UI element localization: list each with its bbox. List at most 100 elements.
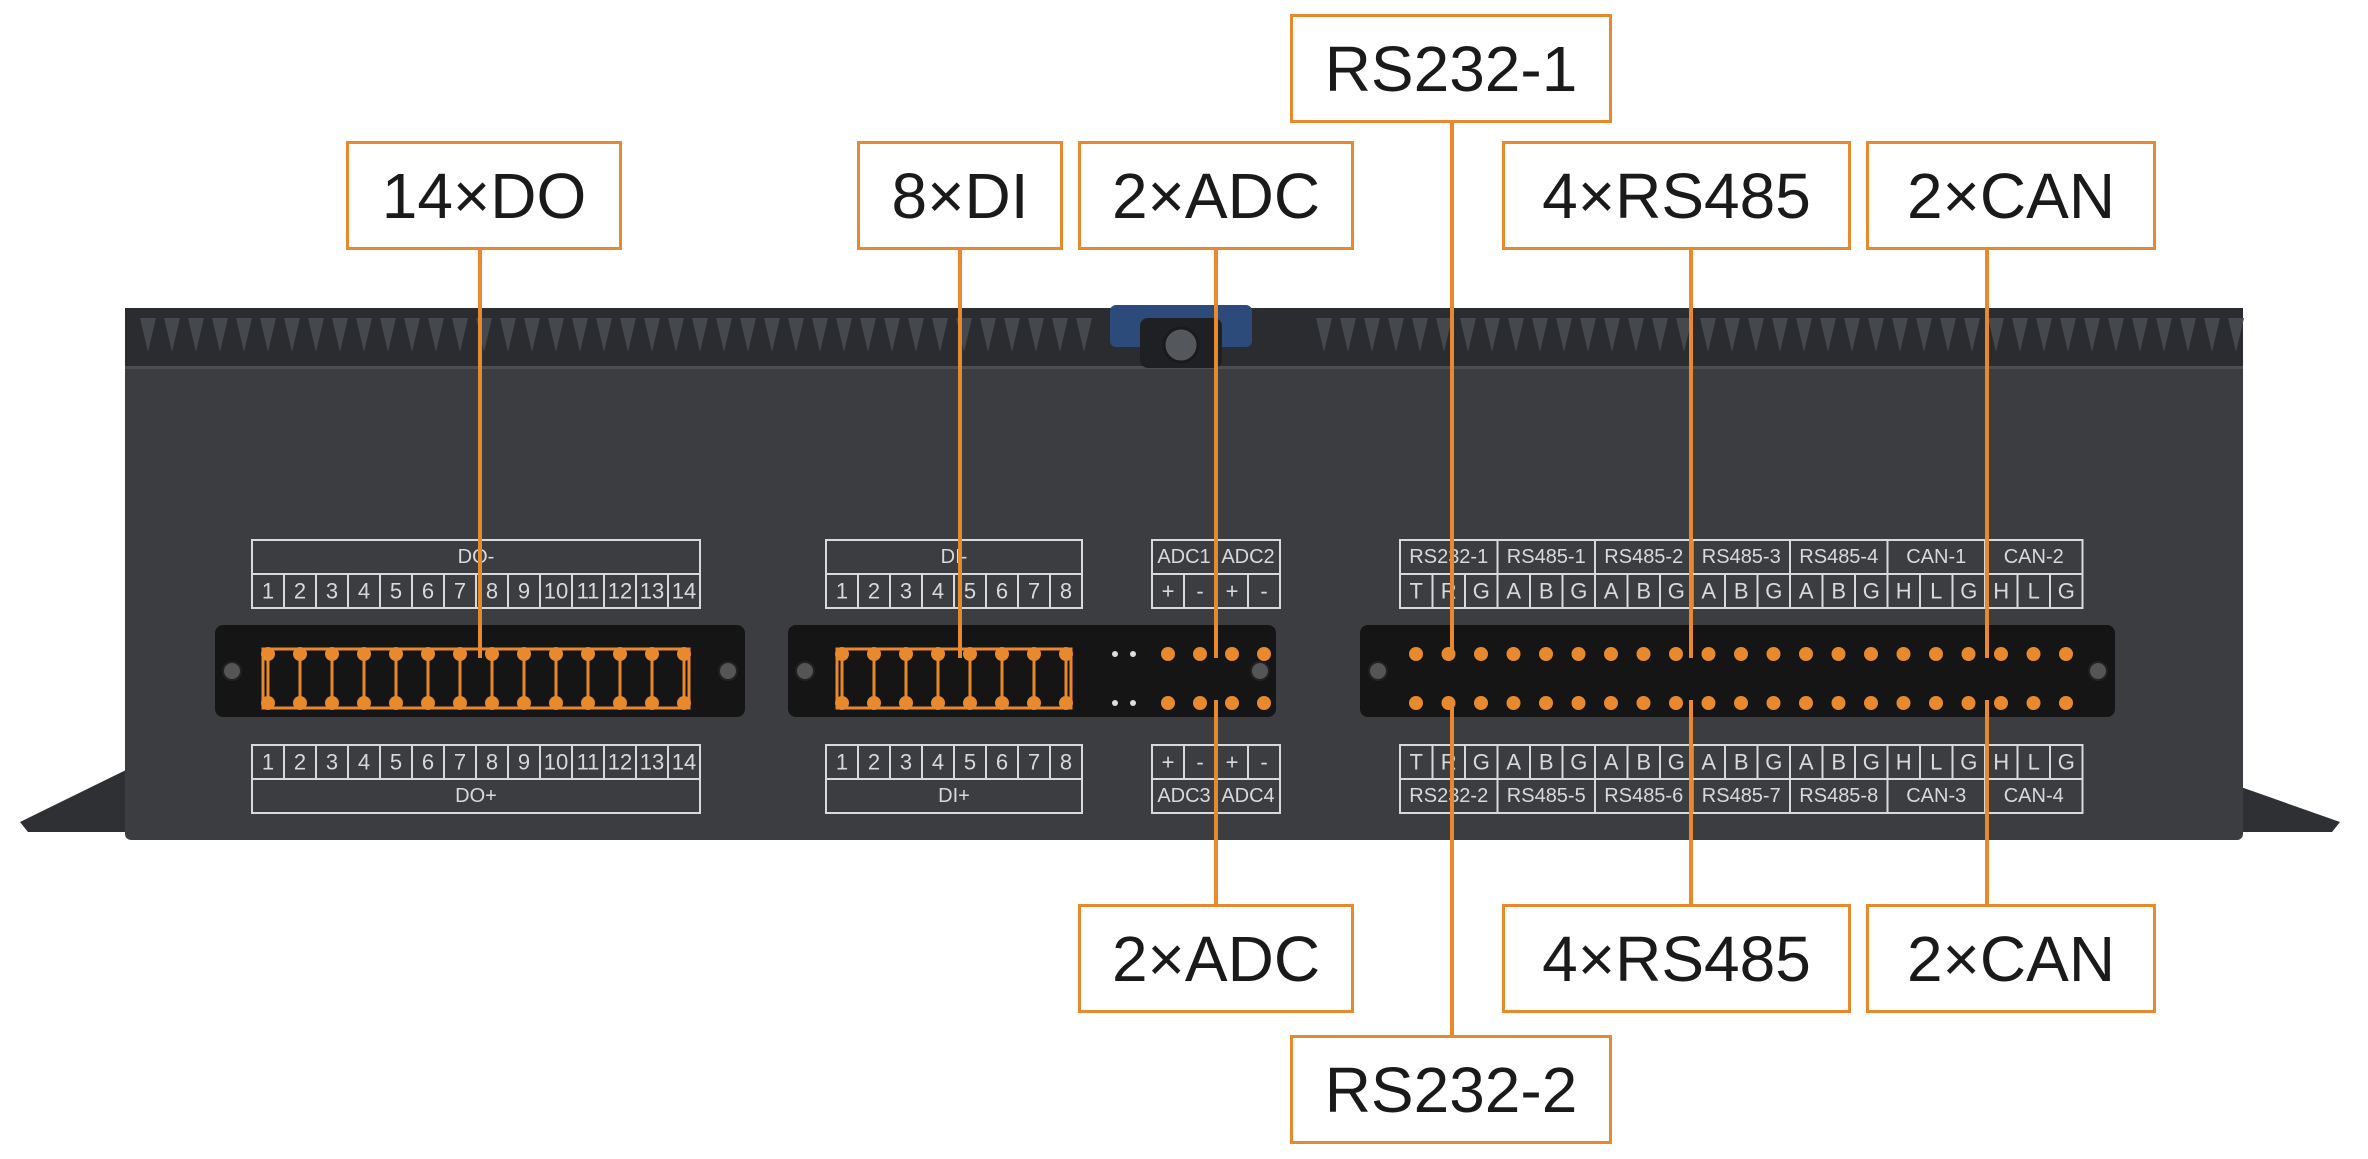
- pin-terminal: [1571, 696, 1586, 710]
- heatsink-fin: [620, 318, 636, 352]
- pin-label: B: [1539, 579, 1554, 604]
- heatsink-fin: [1772, 318, 1788, 352]
- pin-label: 7: [1028, 750, 1040, 775]
- pin-label: B: [1734, 579, 1749, 604]
- group-label: RS232-1: [1409, 546, 1488, 568]
- heatsink-fin: [1460, 318, 1476, 352]
- pin-label: 8: [486, 750, 498, 775]
- pin-label: 9: [518, 750, 530, 775]
- heatsink-fin: [596, 318, 612, 352]
- pin-bracket: [835, 647, 1073, 710]
- heatsink-fin: [1028, 318, 1044, 352]
- pin-label: B: [1636, 750, 1651, 775]
- pin-terminal: [1636, 647, 1651, 661]
- heatsink-fin: [2108, 318, 2124, 352]
- rs232-1-leader-line: [1450, 122, 1454, 658]
- pin-label: G: [1960, 750, 1977, 775]
- di-callout: 8×DI: [857, 141, 1063, 250]
- pin-label: 3: [326, 750, 338, 775]
- pin-bracket: [261, 647, 691, 710]
- pin-terminal: [2059, 647, 2073, 661]
- pin-label: 4: [932, 750, 944, 775]
- pin-label: B: [1734, 750, 1749, 775]
- pin-label: 4: [358, 750, 370, 775]
- pin-label: A: [1604, 750, 1619, 775]
- heatsink-fin: [236, 318, 252, 352]
- pin-label: A: [1799, 579, 1814, 604]
- heatsink-fin: [1988, 318, 2004, 352]
- pin-label: 8: [486, 579, 498, 604]
- do-callout: 14×DO: [346, 141, 622, 250]
- pin-label: H: [1993, 750, 2009, 775]
- adc-top-callout: 2×ADC: [1078, 141, 1354, 250]
- rs232-2-leader-line: [1450, 700, 1454, 1036]
- rs485-top-leader-line: [1689, 248, 1693, 658]
- pin-label: -: [1196, 579, 1203, 604]
- pin-terminal: [1193, 696, 1207, 710]
- pin-terminal: [1474, 696, 1488, 710]
- pin-label: 2: [294, 750, 306, 775]
- pin-terminal: [1161, 696, 1175, 710]
- heatsink-fin: [1748, 318, 1764, 352]
- pin-label: T: [1410, 750, 1423, 775]
- heatsink-fin: [1892, 318, 1908, 352]
- group-label: RS232-2: [1409, 785, 1488, 807]
- can-top-leader-line: [1985, 248, 1989, 658]
- pin-label: 4: [932, 579, 944, 604]
- pin-label: -: [1260, 579, 1267, 604]
- heatsink-fin: [164, 318, 180, 352]
- pin-terminal: [1571, 647, 1586, 661]
- heatsink-fin: [1796, 318, 1812, 352]
- pin-label: A: [1506, 579, 1521, 604]
- can-bottom-leader-line: [1985, 700, 1989, 905]
- pin-terminal: [1636, 696, 1651, 710]
- pin-label: 1: [836, 750, 848, 775]
- pin-label: L: [1930, 579, 1942, 604]
- pin-label: H: [1896, 579, 1912, 604]
- group-label: DO+: [455, 785, 497, 807]
- pin-label: G: [2058, 750, 2075, 775]
- pin-label: H: [1896, 750, 1912, 775]
- pin-label: 10: [544, 579, 568, 604]
- heatsink-fin: [548, 318, 564, 352]
- spare-terminal: [1112, 651, 1118, 657]
- heatsink-fin: [1724, 318, 1740, 352]
- heatsink-fin: [884, 318, 900, 352]
- pin-terminal: [1994, 647, 2008, 661]
- left-mounting-flange: [20, 768, 130, 832]
- heatsink-fin: [2060, 318, 2076, 352]
- group-label: RS485-3: [1702, 546, 1781, 568]
- pin-label: G: [1765, 579, 1782, 604]
- pin-label: 7: [454, 750, 466, 775]
- pin-label: L: [2028, 750, 2040, 775]
- pin-terminal: [1257, 647, 1271, 661]
- pin-terminal: [1257, 696, 1271, 710]
- pin-terminal: [1864, 647, 1878, 661]
- pin-label: 8: [1060, 579, 1072, 604]
- pin-label: 3: [326, 579, 338, 604]
- heatsink-fin: [980, 318, 996, 352]
- pin-label: L: [1930, 750, 1942, 775]
- pin-label: 14: [672, 579, 696, 604]
- heatsink-fin: [1412, 318, 1428, 352]
- group-label: CAN-1: [1906, 546, 1966, 568]
- pin-label: T: [1410, 579, 1423, 604]
- pin-label: H: [1993, 579, 2009, 604]
- heatsink-fin: [2084, 318, 2100, 352]
- heatsink-fin: [1532, 318, 1548, 352]
- heatsink-fin: [740, 318, 756, 352]
- heatsink-fin: [2156, 318, 2172, 352]
- pin-label: 2: [868, 579, 880, 604]
- rs485-bottom-callout: 4×RS485: [1502, 904, 1851, 1013]
- pin-terminal: [1896, 647, 1911, 661]
- heatsink-fin: [2132, 318, 2148, 352]
- adc-bottom-leader-line: [1214, 700, 1218, 905]
- pin-label: G: [1473, 750, 1490, 775]
- heatsink-fin: [188, 318, 204, 352]
- pin-label: 14: [672, 750, 696, 775]
- heatsink-fin: [1004, 318, 1020, 352]
- heatsink-fin: [1484, 318, 1500, 352]
- pin-terminal: [1225, 696, 1239, 710]
- connector-screw-icon: [1250, 661, 1270, 681]
- di-pin-terminals: [835, 647, 1073, 710]
